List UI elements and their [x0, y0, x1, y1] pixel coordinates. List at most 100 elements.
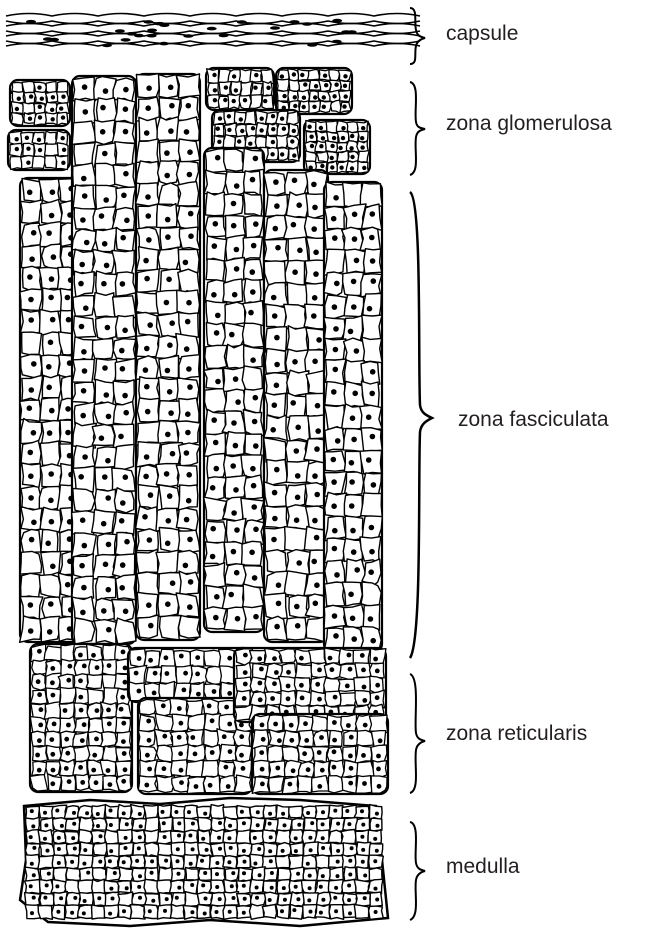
nucleus — [201, 837, 205, 841]
nucleus — [166, 277, 172, 283]
nucleus — [224, 705, 229, 710]
nucleus — [82, 84, 88, 90]
nucleus — [343, 74, 347, 78]
nucleus — [253, 395, 259, 401]
nucleus — [317, 697, 322, 702]
nucleus — [363, 896, 367, 900]
nucleus — [50, 781, 55, 786]
nucleus — [146, 602, 152, 608]
nucleus — [317, 784, 322, 789]
nucleus — [276, 601, 282, 607]
nucleus — [231, 201, 237, 207]
cell — [204, 170, 226, 195]
nucleus — [51, 693, 56, 698]
nucleus — [375, 683, 380, 688]
nucleus — [36, 679, 41, 684]
nucleus — [81, 585, 87, 591]
nucleus — [84, 240, 90, 246]
nucleus — [234, 266, 240, 272]
nucleus — [183, 671, 188, 676]
nucleus — [332, 304, 338, 310]
nucleus — [370, 369, 376, 375]
nucleus — [152, 691, 157, 696]
nucleus — [167, 342, 173, 348]
cell — [40, 893, 54, 906]
cell — [277, 79, 289, 91]
cell — [114, 488, 133, 513]
nucleus — [82, 543, 88, 549]
nucleus — [232, 74, 236, 78]
nucleus — [360, 809, 364, 813]
cell — [158, 843, 173, 855]
nucleus — [268, 898, 272, 902]
nucleus — [100, 129, 106, 135]
nucleus — [211, 292, 217, 298]
cell — [224, 149, 246, 171]
nucleus — [210, 485, 216, 491]
nucleus — [308, 836, 312, 840]
nucleus — [332, 749, 337, 754]
cell — [160, 616, 182, 640]
nucleus — [120, 366, 126, 372]
cell — [178, 485, 198, 511]
cell — [325, 691, 341, 707]
nucleus — [190, 735, 195, 740]
nucleus — [324, 83, 328, 87]
nucleus — [29, 387, 35, 393]
nucleus — [377, 784, 382, 789]
cell — [205, 280, 225, 303]
nucleus — [29, 537, 35, 543]
nucleus — [266, 86, 270, 90]
nucleus — [68, 664, 73, 669]
fibroblast-nucleus — [290, 20, 300, 24]
nucleus — [341, 136, 345, 140]
nucleus — [137, 656, 142, 661]
nucleus — [290, 139, 294, 143]
cell — [284, 571, 307, 598]
cell — [220, 776, 236, 793]
medulla-layer — [20, 798, 388, 926]
nucleus — [240, 129, 244, 133]
nucleus — [362, 781, 367, 786]
nucleus — [72, 811, 76, 815]
nucleus — [319, 126, 323, 130]
nucleus — [233, 376, 239, 382]
nucleus — [215, 872, 219, 876]
label-zona-fasciculata: zona fasciculata — [458, 408, 609, 432]
cell — [225, 172, 245, 195]
nucleus — [313, 250, 319, 256]
nucleus — [72, 822, 76, 826]
nucleus — [162, 734, 167, 739]
fibroblast-nucleus — [219, 34, 229, 38]
nucleus — [347, 822, 351, 826]
nucleus — [253, 862, 257, 866]
nucleus — [187, 810, 191, 814]
nucleus — [297, 823, 301, 827]
nucleus — [123, 410, 129, 416]
nucleus — [312, 295, 318, 301]
cell — [21, 200, 43, 224]
nucleus — [65, 430, 71, 436]
nucleus — [307, 125, 311, 129]
nucleus — [79, 324, 85, 330]
nucleus — [231, 549, 237, 555]
nucleus — [101, 281, 107, 287]
nucleus — [65, 406, 71, 412]
nucleus — [328, 656, 333, 661]
nucleus — [376, 824, 380, 828]
nucleus — [164, 655, 169, 660]
nucleus — [78, 474, 84, 480]
nucleus — [296, 560, 302, 566]
nucleus — [321, 836, 325, 840]
cell — [144, 879, 158, 893]
fibroblast-nucleus — [307, 43, 317, 47]
nucleus — [336, 849, 340, 853]
nucleus — [39, 707, 44, 712]
nucleus — [59, 896, 63, 900]
cell — [264, 283, 288, 307]
nucleus — [351, 279, 357, 285]
nucleus — [309, 135, 313, 139]
nucleus — [373, 657, 378, 662]
nucleus — [330, 144, 334, 148]
nucleus — [194, 784, 199, 789]
